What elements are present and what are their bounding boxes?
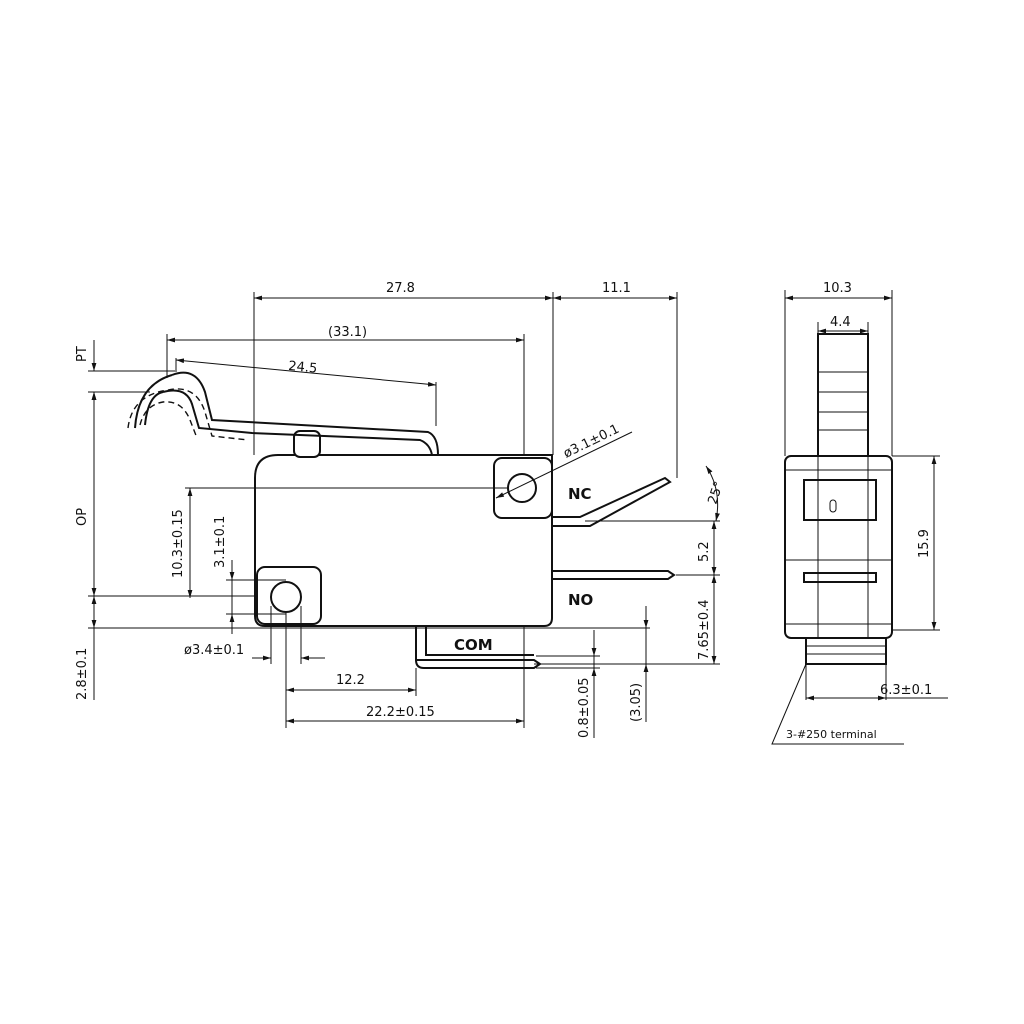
no-terminal [552,570,676,580]
no-label: NO [568,591,593,609]
dim-33-1: (33.1) [328,325,367,340]
terminal-note: 3-#250 terminal [786,728,877,741]
end-plunger [817,333,869,457]
lever-hook [134,374,173,429]
dim-5-2: 5.2 [697,541,712,562]
end-window [803,479,877,521]
dim-2-8: 2.8±0.1 [75,648,90,700]
lever-arm-under [162,389,433,456]
dim-10-3: 10.3±0.15 [171,509,186,578]
dim-pt: PT [75,346,90,362]
terminal-leader [771,663,904,745]
dim-3-05: (3.05) [629,683,644,722]
end-dim-4-4: 4.4 [830,315,851,330]
hole-leader-top [495,431,633,499]
end-slot [803,572,877,583]
dim-24-5: 24.5 [288,359,318,377]
dim-22-2: 22.2±0.15 [366,705,435,720]
dim-27-8: 27.8 [386,281,415,296]
com-terminal [415,626,542,669]
end-dim-6-3: 6.3±0.1 [880,683,932,698]
bottom-mount-boss [256,566,322,625]
end-terminals [805,637,887,665]
dim-hole-3-4: ø3.4±0.1 [184,643,244,658]
end-dim-10-3: 10.3 [823,281,852,296]
switch-body [254,454,553,627]
end-dim-15-9: 15.9 [917,529,932,558]
angle-arc [705,465,720,522]
end-window-slot [829,499,837,513]
lever-dashed-position [127,388,249,441]
dim-3-1: 3.1±0.1 [213,516,228,568]
nc-terminal [552,476,672,527]
dim-12-2: 12.2 [336,673,365,688]
dim-0-8: 0.8±0.05 [577,677,592,738]
dim-angle: 25° [706,480,727,507]
dim-line-24-5 [175,358,437,387]
end-view: 10.3 4.4 15.9 6.3±0.1 3-#250 terminal [771,281,948,745]
dim-11-1: 11.1 [602,281,631,296]
lever-dashed-position-2 [139,401,198,439]
lever-hook-inner [144,391,164,426]
dim-op: OP [75,508,90,526]
nc-label: NC [568,485,592,503]
plunger [293,430,321,458]
com-label: COM [454,636,493,654]
side-view: NC NO COM 27.8 11.1 (33.1) 24.5 PT OP [75,281,727,738]
dim-7-65: 7.65±0.4 [697,599,712,660]
